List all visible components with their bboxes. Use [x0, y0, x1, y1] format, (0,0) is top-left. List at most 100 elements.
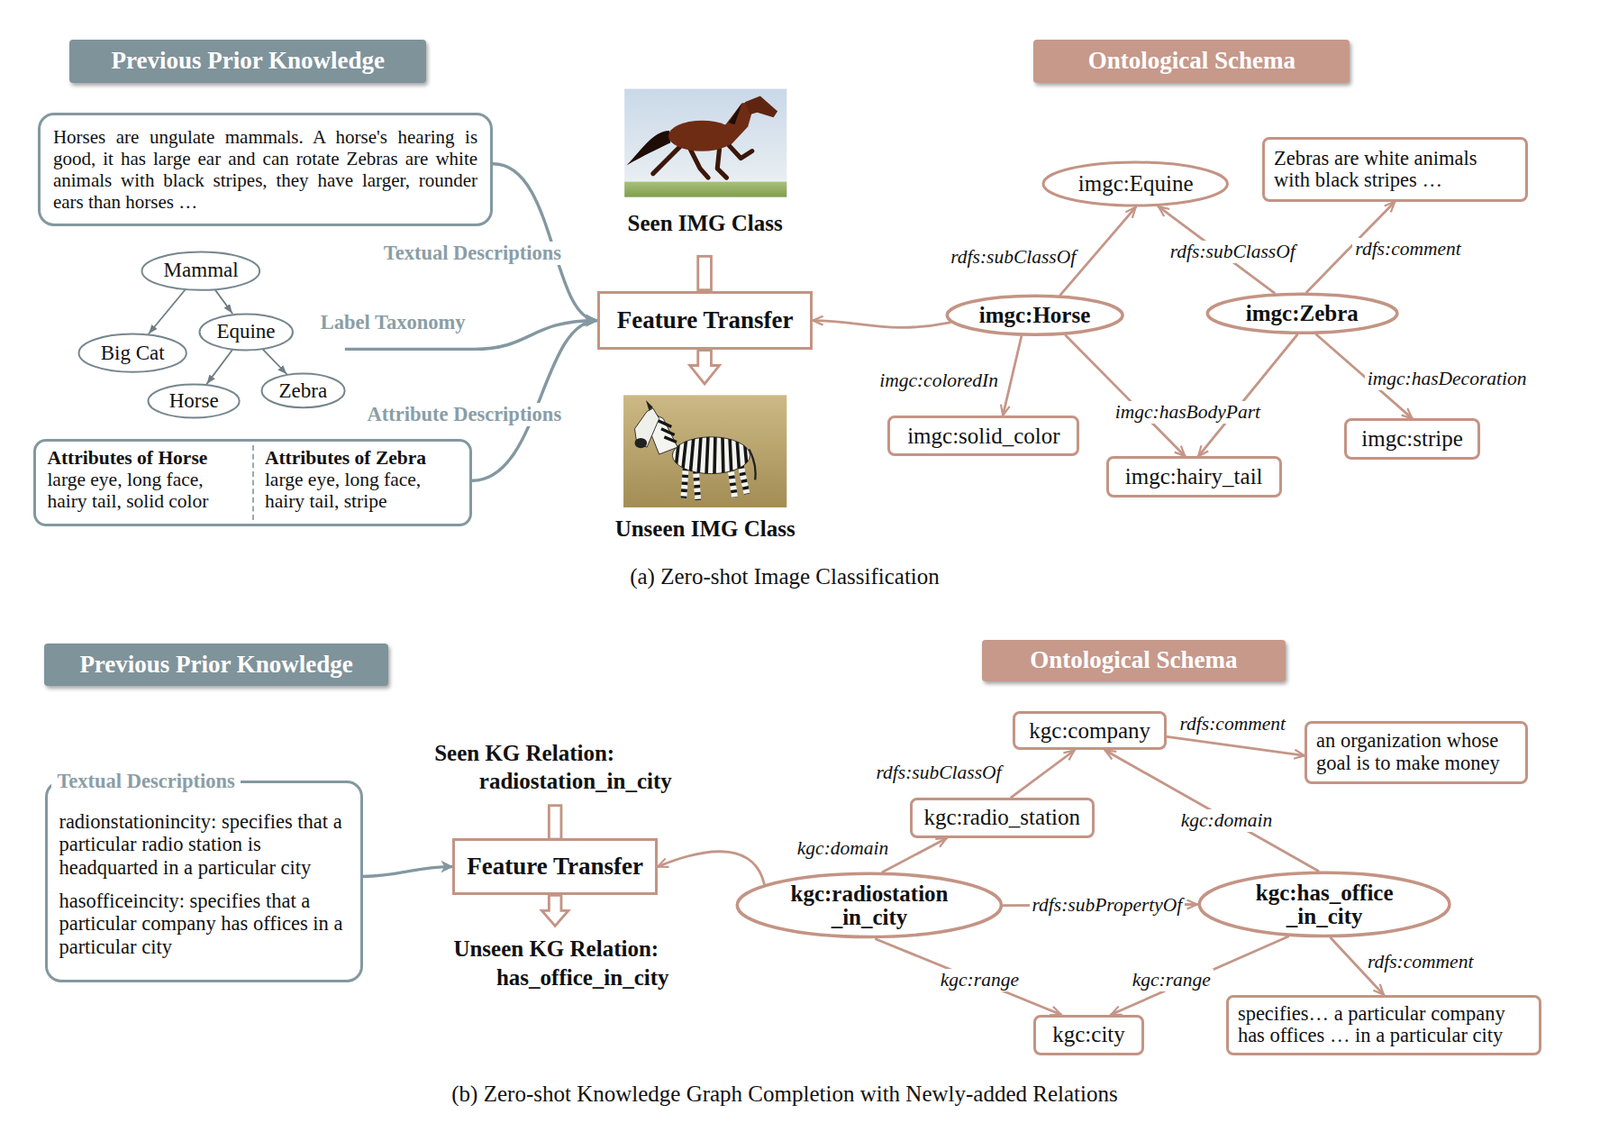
node-label: Previous Prior Knowledge: [79, 650, 353, 679]
class-caption: Seen IMG Class: [627, 210, 783, 237]
edge-label: kgc:range: [937, 968, 1022, 991]
relation-caption: has_office_in_city: [496, 964, 670, 991]
taxonomy-node: Equine: [198, 312, 294, 352]
taxonomy-node: Zebra: [260, 372, 346, 410]
class-node: imgc:Equine: [1041, 160, 1229, 208]
box-heading: Textual Descriptions: [51, 768, 240, 793]
edge-label: rdfs:comment: [1352, 237, 1464, 261]
attribute-list: large eye, long face, hairy tail, stripe: [264, 468, 462, 512]
relation-arrow: [1002, 336, 1022, 417]
focus-node: imgc:Zebra: [1205, 291, 1400, 336]
edge-label: imgc:coloredIn: [876, 369, 1001, 392]
relation-arrow: [363, 866, 454, 877]
concept-box: kgc:city: [1033, 1014, 1145, 1055]
relation-arrow: [207, 350, 233, 384]
ellipse-shape: [736, 873, 1001, 937]
attribute-column: Attributes of Zebralarge eye, long face,…: [252, 445, 471, 520]
edge-label: imgc:hasBodyPart: [1112, 400, 1264, 424]
node-label: imgc:hairy_tail: [1125, 463, 1264, 490]
edge-label: Textual Descriptions: [381, 241, 564, 265]
edge-label: rdfs:comment: [1364, 950, 1476, 973]
concept-box: kgc:radio_station: [909, 797, 1095, 838]
node-label: Zebras are white animals with black stri…: [1273, 147, 1516, 192]
ellipse-shape: [261, 373, 345, 409]
hollow-arrow: [548, 805, 562, 839]
edge-label: kgc:range: [1129, 968, 1214, 991]
node-label: Previous Prior Knowledge: [110, 46, 384, 75]
description-box: Horses are ungulate mammals. A horse's h…: [37, 112, 493, 228]
zebra-muzzle: [635, 437, 648, 448]
node-label: Feature Transfer: [466, 852, 644, 881]
concept-box: imgc:hairy_tail: [1106, 455, 1282, 497]
description-text: hasofficeincity: specifies that a partic…: [58, 889, 349, 958]
relation-arrow: [1166, 736, 1305, 755]
ellipse-shape: [148, 384, 240, 419]
concept-box: kgc:company: [1012, 710, 1167, 750]
figure-caption: (a) Zero-shot Image Classification: [629, 563, 940, 591]
ellipse-shape: [1199, 872, 1450, 936]
node-label: kgc:city: [1052, 1021, 1126, 1047]
section-badge: Previous Prior Knowledge: [69, 39, 427, 83]
node-label: Ontological Schema: [1088, 46, 1296, 75]
comment-box: an organization whose goal is to make mo…: [1304, 720, 1528, 784]
edge-label: rdfs:subClassOf: [1167, 240, 1299, 264]
horse-head: [745, 96, 778, 119]
concept-box: imgc:stripe: [1344, 418, 1482, 459]
node-label: Big Cat: [100, 341, 165, 365]
node-label: imgc:Zebra: [1245, 301, 1359, 326]
relation-arrow: [1065, 335, 1185, 456]
figure-caption: (b) Zero-shot Knowledge Graph Completion…: [451, 1081, 1118, 1108]
horse-photo: [624, 89, 787, 198]
zebra-photo: [623, 394, 787, 508]
concept-box: imgc:solid_color: [887, 415, 1080, 456]
relation-arrow: [812, 320, 950, 328]
photo-grass: [624, 181, 787, 198]
section-badge: Ontological Schema: [1033, 39, 1350, 83]
node-label: imgc:Horse: [979, 303, 1091, 328]
attribute-box: Attributes of Horselarge eye, long face,…: [33, 438, 473, 527]
comment-box: specifies… a particular company has offi…: [1226, 994, 1542, 1055]
taxonomy-node: Horse: [146, 382, 241, 419]
node-label: Equine: [216, 319, 275, 344]
node-label: Zebra: [279, 379, 328, 403]
node-label: Horse: [169, 389, 219, 413]
horse-mane: [728, 102, 743, 125]
node-label: Mammal: [163, 258, 239, 282]
edge-label: rdfs:subPropertyOf: [1029, 893, 1186, 917]
ellipse-shape: [1207, 293, 1398, 333]
node-label: imgc:Equine: [1078, 171, 1194, 197]
relation-arrow: [882, 837, 947, 873]
focus-node: kgc:has_office _in_city: [1197, 870, 1452, 938]
relation-caption: Unseen KG Relation:: [453, 936, 659, 963]
attribute-heading: Attributes of Zebra: [264, 446, 462, 469]
relation-arrow: [215, 290, 233, 313]
edge-label: rdfs:comment: [1177, 712, 1289, 736]
taxonomy-node: Big Cat: [77, 332, 188, 373]
node-label: an organization whose goal is to make mo…: [1316, 729, 1517, 774]
zebra-stripes: [674, 433, 749, 480]
relation-arrow: [472, 320, 598, 482]
node-label: kgc:company: [1028, 718, 1151, 744]
ellipse-shape: [1043, 162, 1228, 206]
node-label: Ontological Schema: [1029, 645, 1237, 674]
relation-arrow: [875, 938, 1061, 1015]
zebra-neck-stripes: [658, 420, 677, 443]
relation-arrow: [263, 349, 287, 374]
zebra-ear: [645, 400, 654, 410]
transfer-box: Feature Transfer: [452, 837, 658, 894]
relation-arrow: [1105, 750, 1319, 872]
edge-label: rdfs:subClassOf: [947, 245, 1079, 269]
node-label: kgc:radio_station: [923, 804, 1081, 830]
ellipse-shape: [199, 313, 292, 350]
ellipse-shape: [946, 296, 1123, 336]
section-badge: Previous Prior Knowledge: [44, 643, 389, 685]
relation-caption: radiostation_in_city: [479, 768, 673, 795]
focus-node: kgc:radiostation _in_city: [735, 871, 1004, 939]
comment-box: Zebras are white animals with black stri…: [1262, 136, 1528, 201]
edge-label: kgc:domain: [794, 836, 892, 860]
transfer-box: Feature Transfer: [597, 290, 813, 351]
focus-node: imgc:Horse: [945, 293, 1125, 337]
ellipse-shape: [79, 334, 187, 373]
relation-arrow: [1198, 335, 1298, 457]
